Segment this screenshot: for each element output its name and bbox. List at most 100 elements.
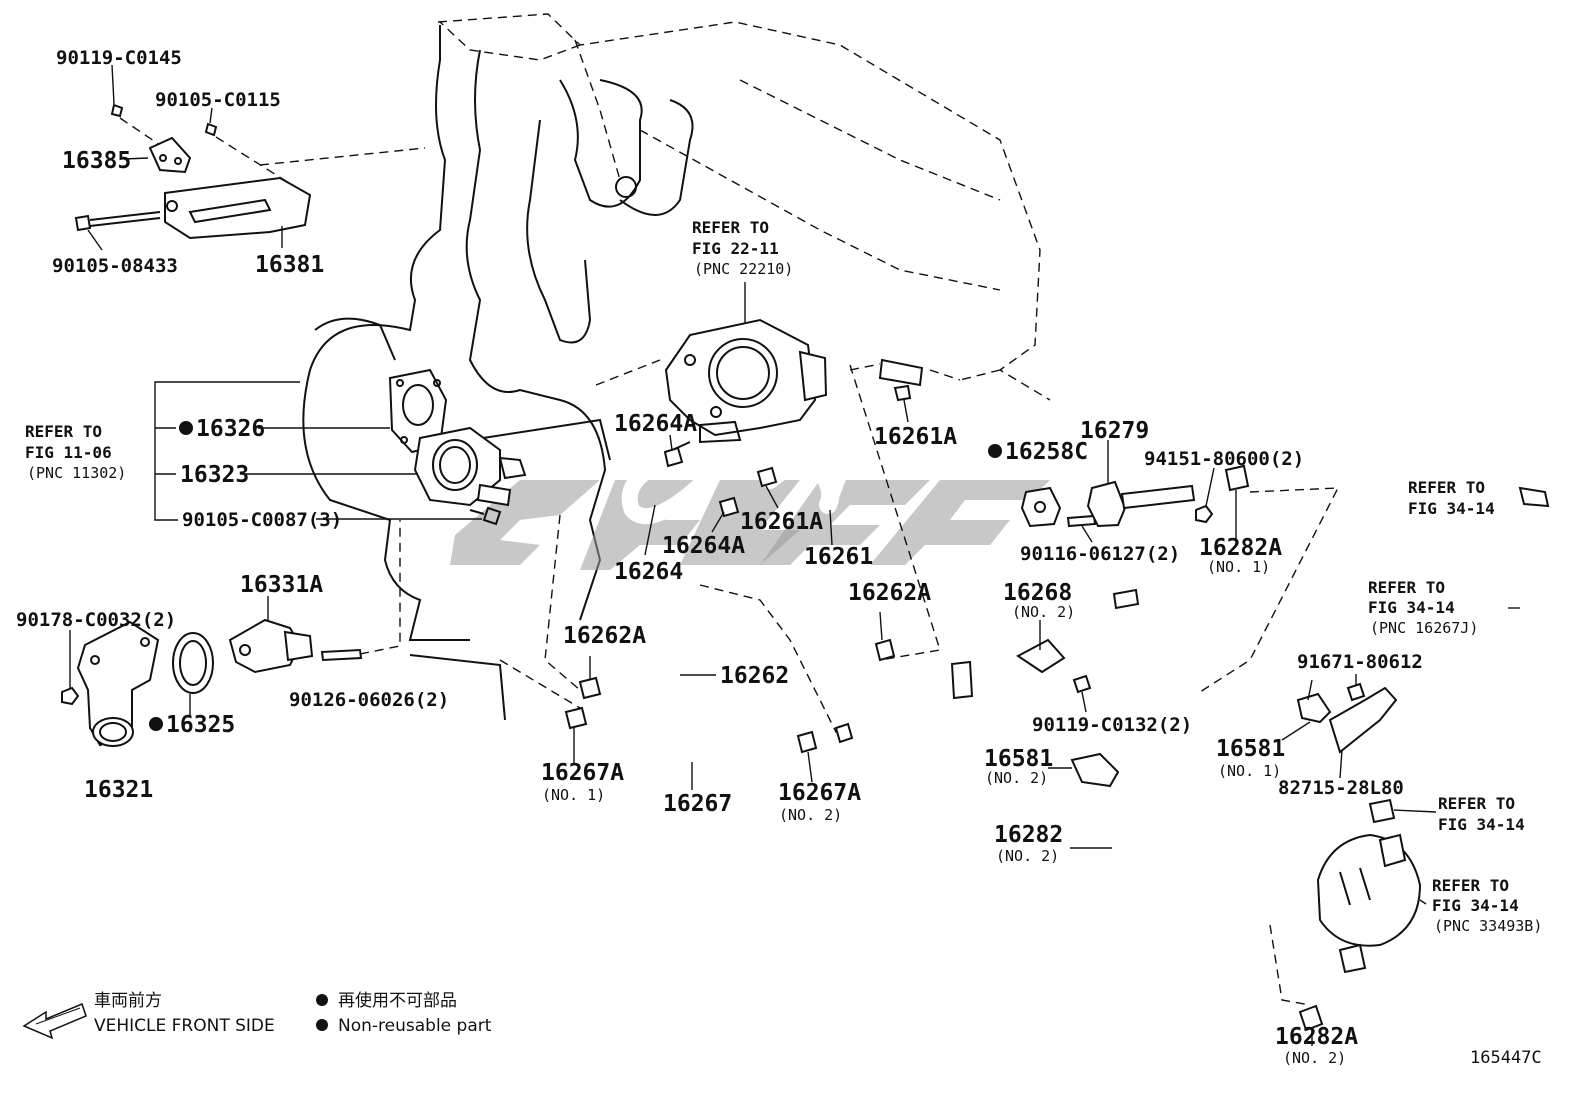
clamp-16261a — [756, 384, 912, 509]
label-ref-fig-11-06-line1: REFER TO — [25, 422, 102, 441]
label-ref-34-14-b-pnc: (PNC 16267J) — [1370, 619, 1478, 637]
label-16267a-2: 16267A — [778, 780, 861, 806]
gasket-16325 — [172, 632, 214, 715]
label-94151-80600: 94151-80600(2) — [1144, 448, 1304, 470]
hose-16282 — [1070, 538, 1392, 1006]
label-16581-1: 16581 — [1216, 736, 1285, 762]
label-ref-fig-22-11-line2: FIG 22-11 — [692, 239, 779, 258]
label-16267a-1: 16267A — [541, 760, 624, 786]
non-reusable-bullet — [988, 444, 1002, 458]
label-16279: 16279 — [1080, 418, 1149, 444]
hose-16262 — [609, 573, 866, 741]
label-16264a-1: 16264A — [614, 411, 697, 437]
figure-code: 165447C — [1470, 1048, 1542, 1068]
label-16381: 16381 — [255, 252, 324, 278]
bracket-16385 — [123, 136, 192, 174]
thermostat-16331a — [228, 596, 314, 674]
label-16267: 16267 — [663, 791, 732, 817]
part-labels: 90119-C0145 90105-C0115 16385 90105-0843… — [16, 47, 1542, 1068]
clamp-16267a — [499, 659, 818, 783]
gasket-16258c — [1020, 486, 1062, 528]
label-16264: 16264 — [614, 559, 683, 585]
water-pump-pulley — [314, 317, 396, 361]
clamp-16282a-no1 — [1199, 464, 1340, 693]
label-16261a-1: 16261A — [874, 424, 957, 450]
hose-ref-34-14-c — [1368, 798, 1437, 824]
non-reusable-bullet — [179, 421, 193, 435]
hose-16264 — [621, 452, 708, 556]
label-ref-34-14-d-line2: FIG 34-14 — [1432, 896, 1519, 915]
label-16261: 16261 — [804, 544, 873, 570]
label-90105-c0087: 90105-C0087(3) — [182, 509, 342, 531]
label-16267a-1-sub: (NO. 1) — [542, 786, 605, 804]
non-reusable-bullet-icon — [316, 994, 328, 1006]
legend-front-en: VEHICLE FRONT SIDE — [94, 1016, 275, 1036]
label-16282-sub: (NO. 2) — [996, 847, 1059, 865]
label-16268: 16268 — [1003, 580, 1072, 606]
hose-16267 — [595, 725, 795, 790]
label-90105-c0115: 90105-C0115 — [155, 89, 281, 111]
stud-90126-06026 — [320, 520, 401, 662]
label-16331a: 16331A — [240, 572, 323, 598]
legend-nonreusable-jp: 再使用不可部品 — [338, 990, 457, 1011]
bolt-90105-08433 — [74, 211, 161, 251]
clamp-16282a-no2 — [1298, 1004, 1324, 1046]
label-ref-34-14-c-line1: REFER TO — [1438, 794, 1515, 813]
label-ref-34-14-a-line2: FIG 34-14 — [1408, 499, 1495, 518]
label-16581-2: 16581 — [984, 746, 1053, 772]
label-16282a-2: 16282A — [1275, 1024, 1358, 1050]
clamp-16264a — [663, 434, 740, 533]
label-16321: 16321 — [84, 777, 153, 803]
hose-16267j — [1391, 486, 1550, 749]
water-inlet-16323 — [413, 426, 527, 507]
label-16282a-2-sub: (NO. 2) — [1283, 1049, 1346, 1067]
label-16326: 16326 — [196, 416, 265, 442]
label-ref-34-14-c-line2: FIG 34-14 — [1438, 815, 1525, 834]
label-90119-c0132: 90119-C0132(2) — [1032, 714, 1192, 736]
hose-16261 — [761, 387, 903, 546]
label-90178-c0032: 90178-C0032(2) — [16, 609, 176, 631]
vehicle-front-arrow-icon — [22, 1002, 87, 1040]
bolt-91671-80612 — [1346, 674, 1366, 702]
label-ref-34-14-d-pnc: (PNC 33493B) — [1434, 917, 1542, 935]
water-outlet-16321 — [76, 620, 160, 747]
label-16262: 16262 — [720, 663, 789, 689]
label-16267a-2-sub: (NO. 2) — [779, 806, 842, 824]
oil-cooler-33493b — [1316, 833, 1427, 974]
label-ref-fig-11-06-line2: FIG 11-06 — [25, 443, 112, 462]
label-ref-fig-11-06-pnc: (PNC 11302) — [27, 464, 126, 482]
bolt-90105-c0115 — [204, 107, 301, 191]
label-91671-80612: 91671-80612 — [1297, 651, 1423, 673]
label-16282: 16282 — [994, 822, 1063, 848]
non-reusable-bullet-icon — [316, 1019, 328, 1031]
label-16261a-2: 16261A — [740, 509, 823, 535]
clamp-16581-no2 — [1048, 752, 1120, 788]
throttle-body-22210 — [664, 282, 828, 453]
label-16262a-2: 16262A — [563, 623, 646, 649]
nut-94151-80600 — [1195, 467, 1215, 524]
label-ref-34-14-b-line2: FIG 34-14 — [1368, 598, 1455, 617]
label-ref-34-14-b-line1: REFER TO — [1368, 578, 1445, 597]
label-ref-fig-22-11-pnc: (PNC 22210) — [694, 260, 793, 278]
legend: 車両前方 VEHICLE FRONT SIDE 再使用不可部品 Non-reus… — [22, 990, 492, 1040]
label-90116-06127: 90116-06127(2) — [1020, 543, 1180, 565]
label-16262a-1: 16262A — [848, 580, 931, 606]
stud-90116-06127 — [1066, 514, 1097, 543]
label-ref-34-14-a-line1: REFER TO — [1408, 478, 1485, 497]
label-16282a-1: 16282A — [1199, 535, 1282, 561]
label-90105-08433: 90105-08433 — [52, 255, 178, 277]
ref-fig-11-06-bracket — [154, 381, 482, 521]
bolt-90119-c0145 — [110, 64, 161, 146]
label-90126-06026: 90126-06026(2) — [289, 689, 449, 711]
label-16264a-2: 16264A — [662, 533, 745, 559]
pipe-16279 — [1086, 440, 1196, 528]
label-16323: 16323 — [180, 462, 249, 488]
label-82715-28l80: 82715-28L80 — [1278, 777, 1404, 799]
non-reusable-bullet — [149, 717, 163, 731]
bolt-90119-c0132 — [1072, 674, 1092, 713]
label-16581-2-sub: (NO. 2) — [985, 769, 1048, 787]
label-ref-34-14-d-line1: REFER TO — [1432, 876, 1509, 895]
legend-nonreusable-en: Non-reusable part — [338, 1016, 492, 1036]
legend-front-jp: 車両前方 — [94, 991, 162, 1011]
